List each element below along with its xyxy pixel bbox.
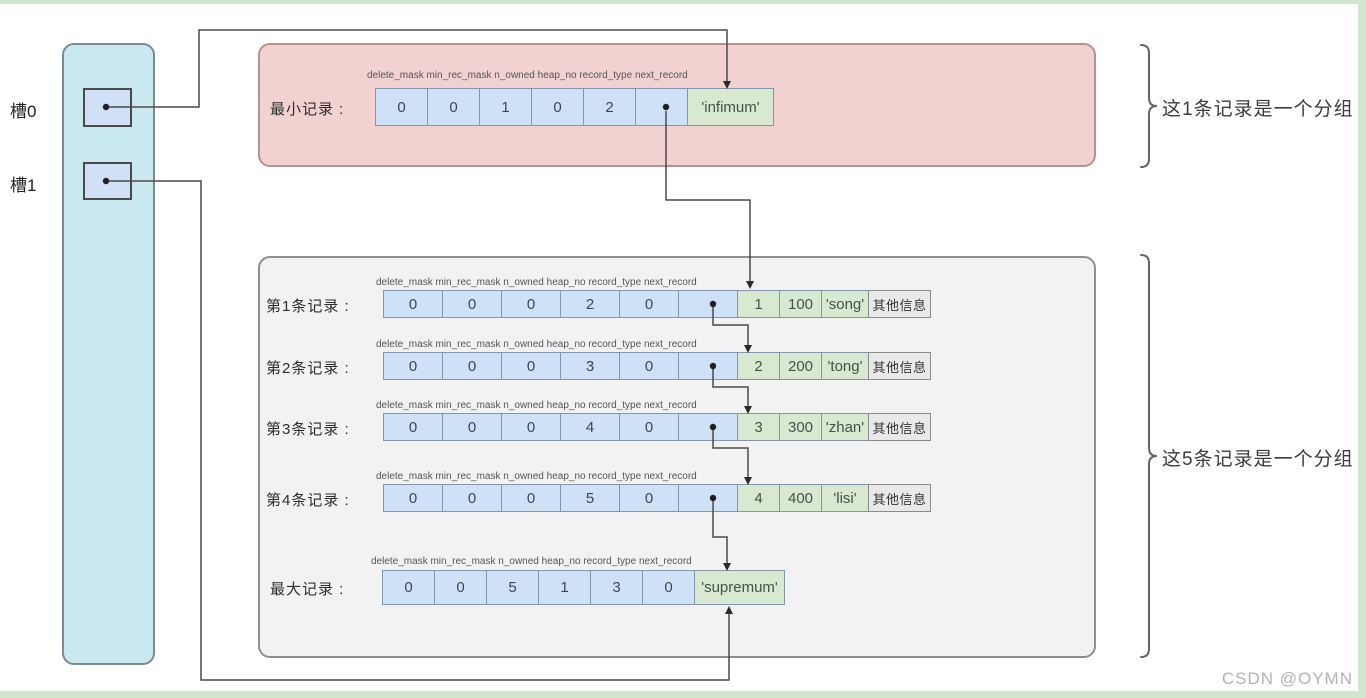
record4-label: 第4条记录 : [266, 492, 350, 509]
cell-col2: 200 [779, 352, 822, 380]
field-headers-r2: delete_mask min_rec_mask n_owned heap_no… [376, 339, 697, 350]
cell-record-name: 'supremum' [694, 570, 785, 605]
cell-next-record-pointer [678, 413, 738, 441]
cell-delete-mask: 0 [383, 413, 443, 441]
cell-delete-mask: 0 [383, 484, 443, 512]
cell-record-name: 'infimum' [687, 88, 774, 126]
brace-group2 [1140, 254, 1158, 658]
record1-label: 第1条记录 : [266, 298, 350, 315]
frame-border-top [0, 0, 1366, 4]
cell-min-rec-mask: 0 [442, 413, 502, 441]
record3-row: 0 0 0 4 0 3 300 'zhan' 其他信息 [383, 413, 931, 441]
field-headers-r1: delete_mask min_rec_mask n_owned heap_no… [376, 277, 697, 288]
brace-group1 [1140, 44, 1158, 168]
slot0-label: 槽0 [10, 102, 37, 121]
slot0-box [83, 88, 132, 127]
cell-delete-mask: 0 [383, 290, 443, 318]
cell-delete-mask: 0 [383, 352, 443, 380]
cell-heap-no: 0 [531, 88, 584, 126]
record3-label: 第3条记录 : [266, 421, 350, 438]
cell-min-rec-mask: 0 [442, 352, 502, 380]
cell-other-info: 其他信息 [868, 413, 931, 441]
cell-record-name: 'tong' [821, 352, 869, 380]
cell-next-record: 0 [642, 570, 695, 605]
cell-col2: 100 [779, 290, 822, 318]
min-record-label: 最小记录 : [270, 101, 345, 118]
cell-heap-no: 4 [560, 413, 620, 441]
cell-record-type: 0 [619, 413, 679, 441]
cell-heap-no: 3 [560, 352, 620, 380]
cell-n-owned: 0 [501, 484, 561, 512]
min-record-row: 0 0 1 0 2 'infimum' [375, 88, 774, 126]
cell-record-name: 'song' [821, 290, 869, 318]
cell-record-type: 0 [619, 484, 679, 512]
cell-record-name: 'lisi' [821, 484, 869, 512]
slot1-label: 槽1 [10, 176, 37, 195]
cell-n-owned: 0 [501, 352, 561, 380]
watermark: CSDN @OYMN [1221, 669, 1353, 688]
cell-other-info: 其他信息 [868, 290, 931, 318]
cell-n-owned: 0 [501, 413, 561, 441]
cell-delete-mask: 0 [382, 570, 435, 605]
cell-record-type: 3 [590, 570, 643, 605]
cell-next-record-pointer [678, 290, 738, 318]
cell-delete-mask: 0 [375, 88, 428, 126]
cell-primary-key: 1 [737, 290, 780, 318]
record2-label: 第2条记录 : [266, 360, 350, 377]
cell-col2: 300 [779, 413, 822, 441]
cell-n-owned: 5 [486, 570, 539, 605]
cell-next-record-pointer [635, 88, 688, 126]
cell-primary-key: 4 [737, 484, 780, 512]
cell-heap-no: 5 [560, 484, 620, 512]
group1-annotation: 这1条记录是一个分组 [1162, 99, 1354, 120]
group-braces [1140, 44, 1158, 658]
group2-annotation: 这5条记录是一个分组 [1162, 449, 1354, 470]
cell-other-info: 其他信息 [868, 484, 931, 512]
cell-min-rec-mask: 0 [427, 88, 480, 126]
cell-heap-no: 2 [560, 290, 620, 318]
cell-n-owned: 0 [501, 290, 561, 318]
field-headers-min: delete_mask min_rec_mask n_owned heap_no… [367, 70, 688, 81]
cell-next-record-pointer [678, 484, 738, 512]
cell-other-info: 其他信息 [868, 352, 931, 380]
cell-col2: 400 [779, 484, 822, 512]
cell-record-type: 0 [619, 352, 679, 380]
cell-primary-key: 3 [737, 413, 780, 441]
cell-min-rec-mask: 0 [442, 290, 502, 318]
cell-record-type: 0 [619, 290, 679, 318]
record2-row: 0 0 0 3 0 2 200 'tong' 其他信息 [383, 352, 931, 380]
cell-record-type: 2 [583, 88, 636, 126]
record4-row: 0 0 0 5 0 4 400 'lisi' 其他信息 [383, 484, 931, 512]
page-directory-container [62, 43, 155, 665]
cell-min-rec-mask: 0 [434, 570, 487, 605]
cell-primary-key: 2 [737, 352, 780, 380]
field-headers-max: delete_mask min_rec_mask n_owned heap_no… [371, 556, 692, 567]
field-headers-r4: delete_mask min_rec_mask n_owned heap_no… [376, 471, 697, 482]
max-record-label: 最大记录 : [270, 581, 345, 598]
cell-record-name: 'zhan' [821, 413, 869, 441]
slot1-box [83, 162, 132, 200]
field-headers-r3: delete_mask min_rec_mask n_owned heap_no… [376, 400, 697, 411]
frame-border-right [1358, 0, 1366, 698]
cell-n-owned: 1 [479, 88, 532, 126]
record1-row: 0 0 0 2 0 1 100 'song' 其他信息 [383, 290, 931, 318]
cell-heap-no: 1 [538, 570, 591, 605]
frame-border-bottom [0, 691, 1366, 698]
cell-min-rec-mask: 0 [442, 484, 502, 512]
cell-next-record-pointer [678, 352, 738, 380]
max-record-row: 0 0 5 1 3 0 'supremum' [382, 570, 785, 605]
